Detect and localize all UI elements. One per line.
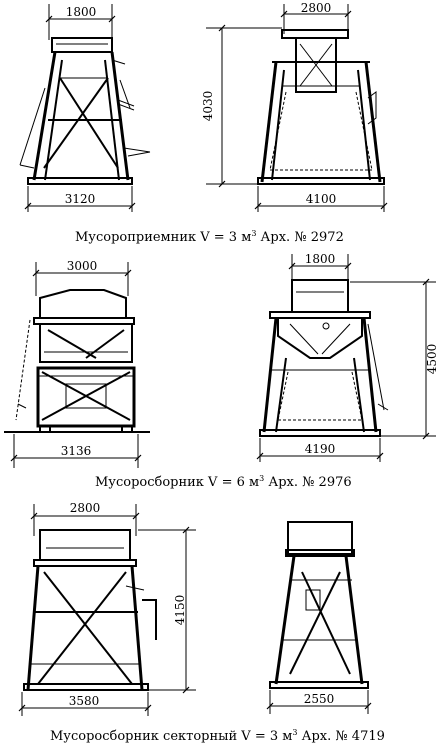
drawing-1-front-view: 2800 [201, 1, 388, 212]
dim-width-top: 2800 [70, 501, 101, 515]
caption-name: Мусоросборник секторный V = 3 м [50, 729, 292, 744]
caption-name: Мусороприемник V = 3 м [75, 230, 251, 245]
caption-superscript: 3 [259, 474, 264, 483]
dim-base-width: 3136 [61, 444, 92, 458]
dim-base-width: 3120 [65, 192, 96, 206]
caption-superscript: 3 [251, 229, 256, 238]
dim-width-top: 3000 [67, 259, 98, 273]
dim-width-top: 1800 [66, 5, 97, 19]
dim-width-top: 2800 [301, 1, 332, 15]
dim-width-top: 1800 [305, 252, 336, 266]
drawing-3-front-view: 2550 [266, 521, 372, 714]
drawing-3-side-view: 2800 4150 [18, 501, 196, 716]
drawing-2-caption: Мусоросборник V = 6 м3 Арх. № 2976 [95, 474, 352, 490]
dim-height: 4150 [173, 595, 187, 626]
drawing-2-front-view: 1800 [256, 252, 439, 462]
caption-archive: Арх. № 2976 [264, 475, 351, 490]
dim-base-width: 4100 [306, 192, 337, 206]
caption-archive: Арх. № 4719 [297, 729, 384, 744]
dim-base-width: 2550 [304, 692, 335, 706]
drawing-1-caption: Мусороприемник V = 3 м3 Арх. № 2972 [75, 229, 344, 245]
drawing-3-caption: Мусоросборник секторный V = 3 м3 Арх. № … [50, 728, 385, 744]
drawing-3-sector-waste-collector: 2800 4150 [18, 501, 385, 744]
dim-height: 4500 [425, 344, 439, 375]
drawing-2-waste-collector: 3000 [4, 252, 439, 490]
drawing-1-waste-receiver: 1800 [19, 1, 388, 245]
caption-name: Мусоросборник V = 6 м [95, 475, 259, 490]
caption-archive: Арх. № 2972 [256, 230, 343, 245]
drawing-1-side-view: 1800 [19, 4, 151, 212]
dim-base-width: 3580 [69, 694, 100, 708]
drawing-2-side-view: 3000 [4, 259, 150, 468]
dim-base-width: 4190 [305, 442, 336, 456]
dim-height: 4030 [201, 91, 215, 122]
caption-superscript: 3 [292, 728, 297, 737]
